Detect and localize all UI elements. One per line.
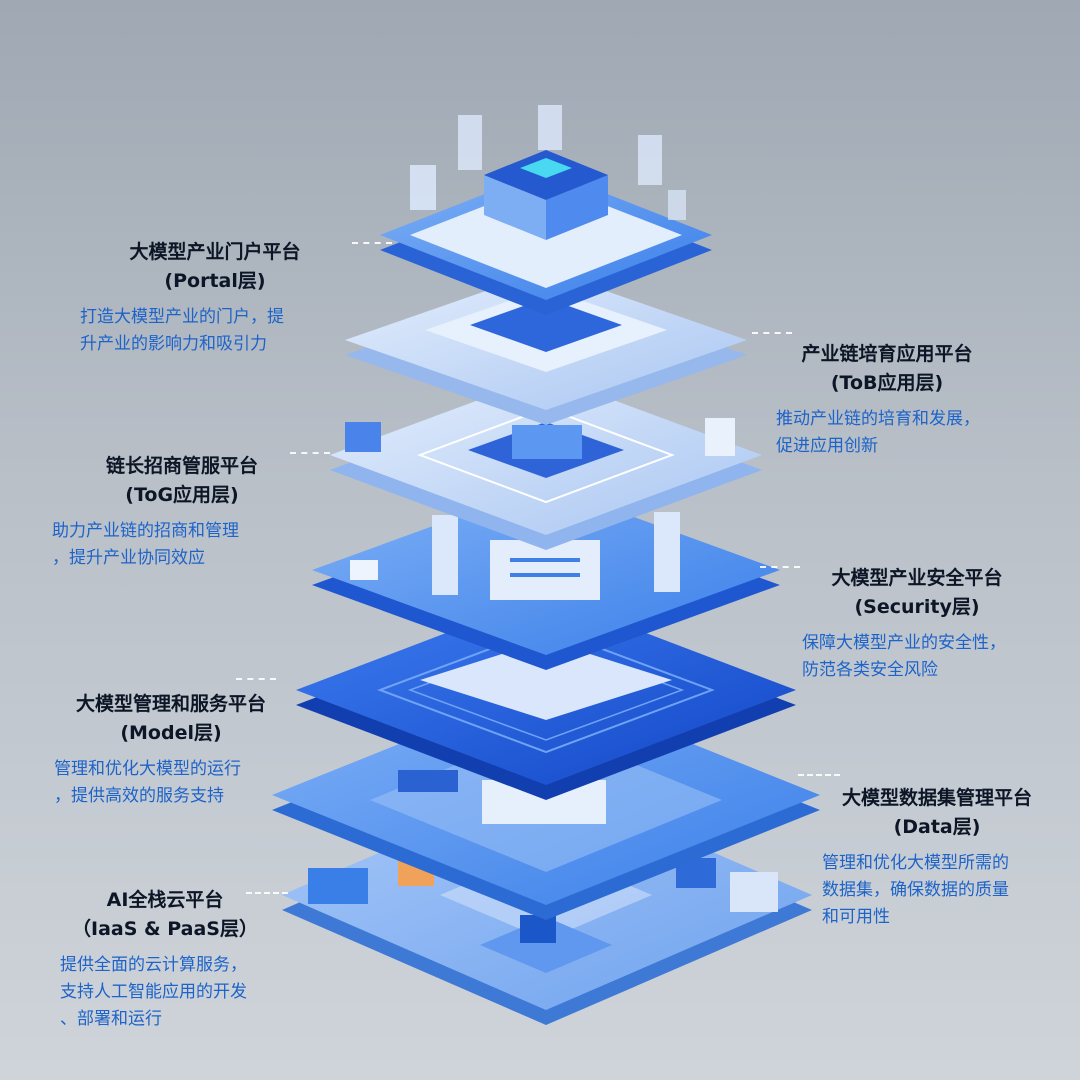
data-layer-title: 大模型数据集管理平台 (Data层) bbox=[841, 787, 1032, 838]
security-layer-slab bbox=[312, 485, 780, 670]
tog-layer-title: 链长招商管服平台 (ToG应用层) bbox=[105, 455, 258, 506]
tob-layer-slab bbox=[345, 270, 747, 425]
model-layer-description: 管理和优化大模型的运行 ，提供高效的服务支持 bbox=[54, 759, 241, 806]
tog-layer-description: 助力产业链的招商和管理 ，提升产业协同效应 bbox=[52, 521, 239, 568]
model-layer-label: 大模型管理和服务平台 (Model层) 管理和优化大模型的运行 ，提供高效的服务… bbox=[36, 690, 326, 810]
tog-layer-slab bbox=[330, 375, 762, 550]
data-layer-connector bbox=[798, 774, 840, 776]
tog-layer-connector bbox=[290, 452, 330, 454]
security-layer-connector bbox=[760, 566, 800, 568]
tob-layer-description: 推动产业链的培育和发展， 促进应用创新 bbox=[776, 409, 980, 456]
portal-layer-label: 大模型产业门户平台 (Portal层) 打造大模型产业的门户，提 升产业的影响力… bbox=[80, 238, 380, 358]
data-layer-label: 大模型数据集管理平台 (Data层) 管理和优化大模型所需的 数据集，确保数据的… bbox=[812, 784, 1072, 931]
security-layer-description: 保障大模型产业的安全性， 防范各类安全风险 bbox=[802, 633, 1006, 680]
tob-layer-connector bbox=[752, 332, 792, 334]
portal-layer-title: 大模型产业门户平台 (Portal层) bbox=[129, 241, 301, 292]
tob-layer-title: 产业链培育应用平台 (ToB应用层) bbox=[801, 343, 973, 394]
portal-layer-slab bbox=[380, 105, 712, 315]
cloud-layer-description: 提供全面的云计算服务， 支持人工智能应用的开发 、部署和运行 bbox=[60, 955, 247, 1029]
model-layer-connector bbox=[236, 678, 276, 680]
data-layer-description: 管理和优化大模型所需的 数据集，确保数据的质量 和可用性 bbox=[822, 853, 1009, 927]
cloud-layer-title: AI全栈云平台 （IaaS & PaaS层） bbox=[72, 889, 258, 940]
tog-layer-label: 链长招商管服平台 (ToG应用层) 助力产业链的招商和管理 ，提升产业协同效应 bbox=[52, 452, 332, 572]
tob-layer-label: 产业链培育应用平台 (ToB应用层) 推动产业链的培育和发展， 促进应用创新 bbox=[762, 340, 1062, 460]
security-layer-title: 大模型产业安全平台 (Security层) bbox=[831, 567, 1003, 618]
portal-layer-description: 打造大模型产业的门户，提 升产业的影响力和吸引力 bbox=[80, 307, 284, 354]
cloud-layer-label: AI全栈云平台 （IaaS & PaaS层） 提供全面的云计算服务， 支持人工智… bbox=[60, 886, 320, 1033]
model-layer-title: 大模型管理和服务平台 (Model层) bbox=[75, 693, 266, 744]
cloud-layer-connector bbox=[246, 892, 288, 894]
portal-layer-connector bbox=[352, 242, 392, 244]
model-layer-slab bbox=[296, 595, 796, 800]
security-layer-label: 大模型产业安全平台 (Security层) 保障大模型产业的安全性， 防范各类安… bbox=[792, 564, 1072, 684]
